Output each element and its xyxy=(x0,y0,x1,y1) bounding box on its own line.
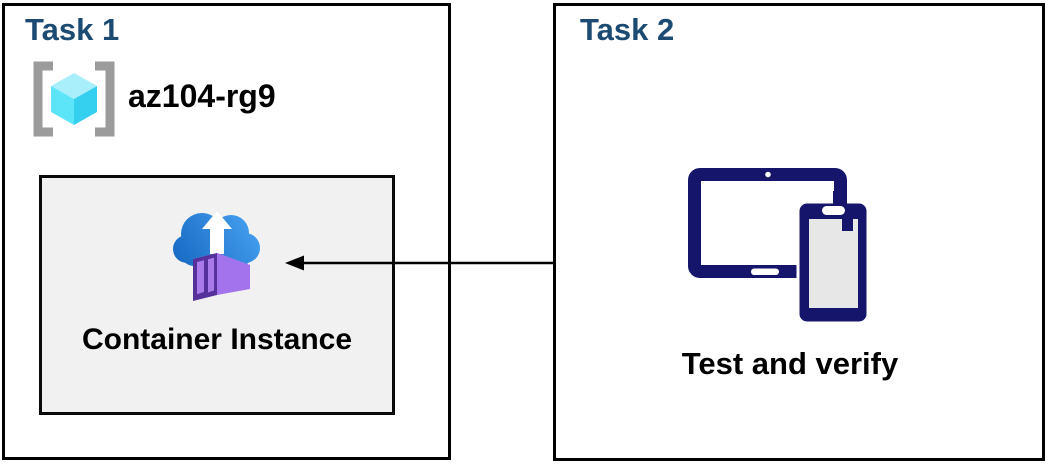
container-instance-icon xyxy=(173,211,260,301)
devices-icon xyxy=(688,168,870,325)
container-instance-label: Container Instance xyxy=(81,323,353,356)
task2-title: Task 2 xyxy=(580,12,675,47)
resource-group-icon xyxy=(33,61,115,137)
phone-speaker-slot xyxy=(822,206,845,215)
tablet-home-button xyxy=(751,268,779,275)
task1-title: Task 1 xyxy=(25,12,120,47)
test-and-verify-caption: Test and verify xyxy=(681,346,899,381)
container-instance-box: Container Instance xyxy=(39,175,395,415)
phone-icon xyxy=(796,191,870,325)
tablet-camera-dot xyxy=(765,171,771,178)
arrowhead-left xyxy=(285,255,304,271)
upload-arrow-icon xyxy=(202,211,232,254)
resource-group-name: az104-rg9 xyxy=(128,78,276,114)
container-cube xyxy=(193,253,250,301)
